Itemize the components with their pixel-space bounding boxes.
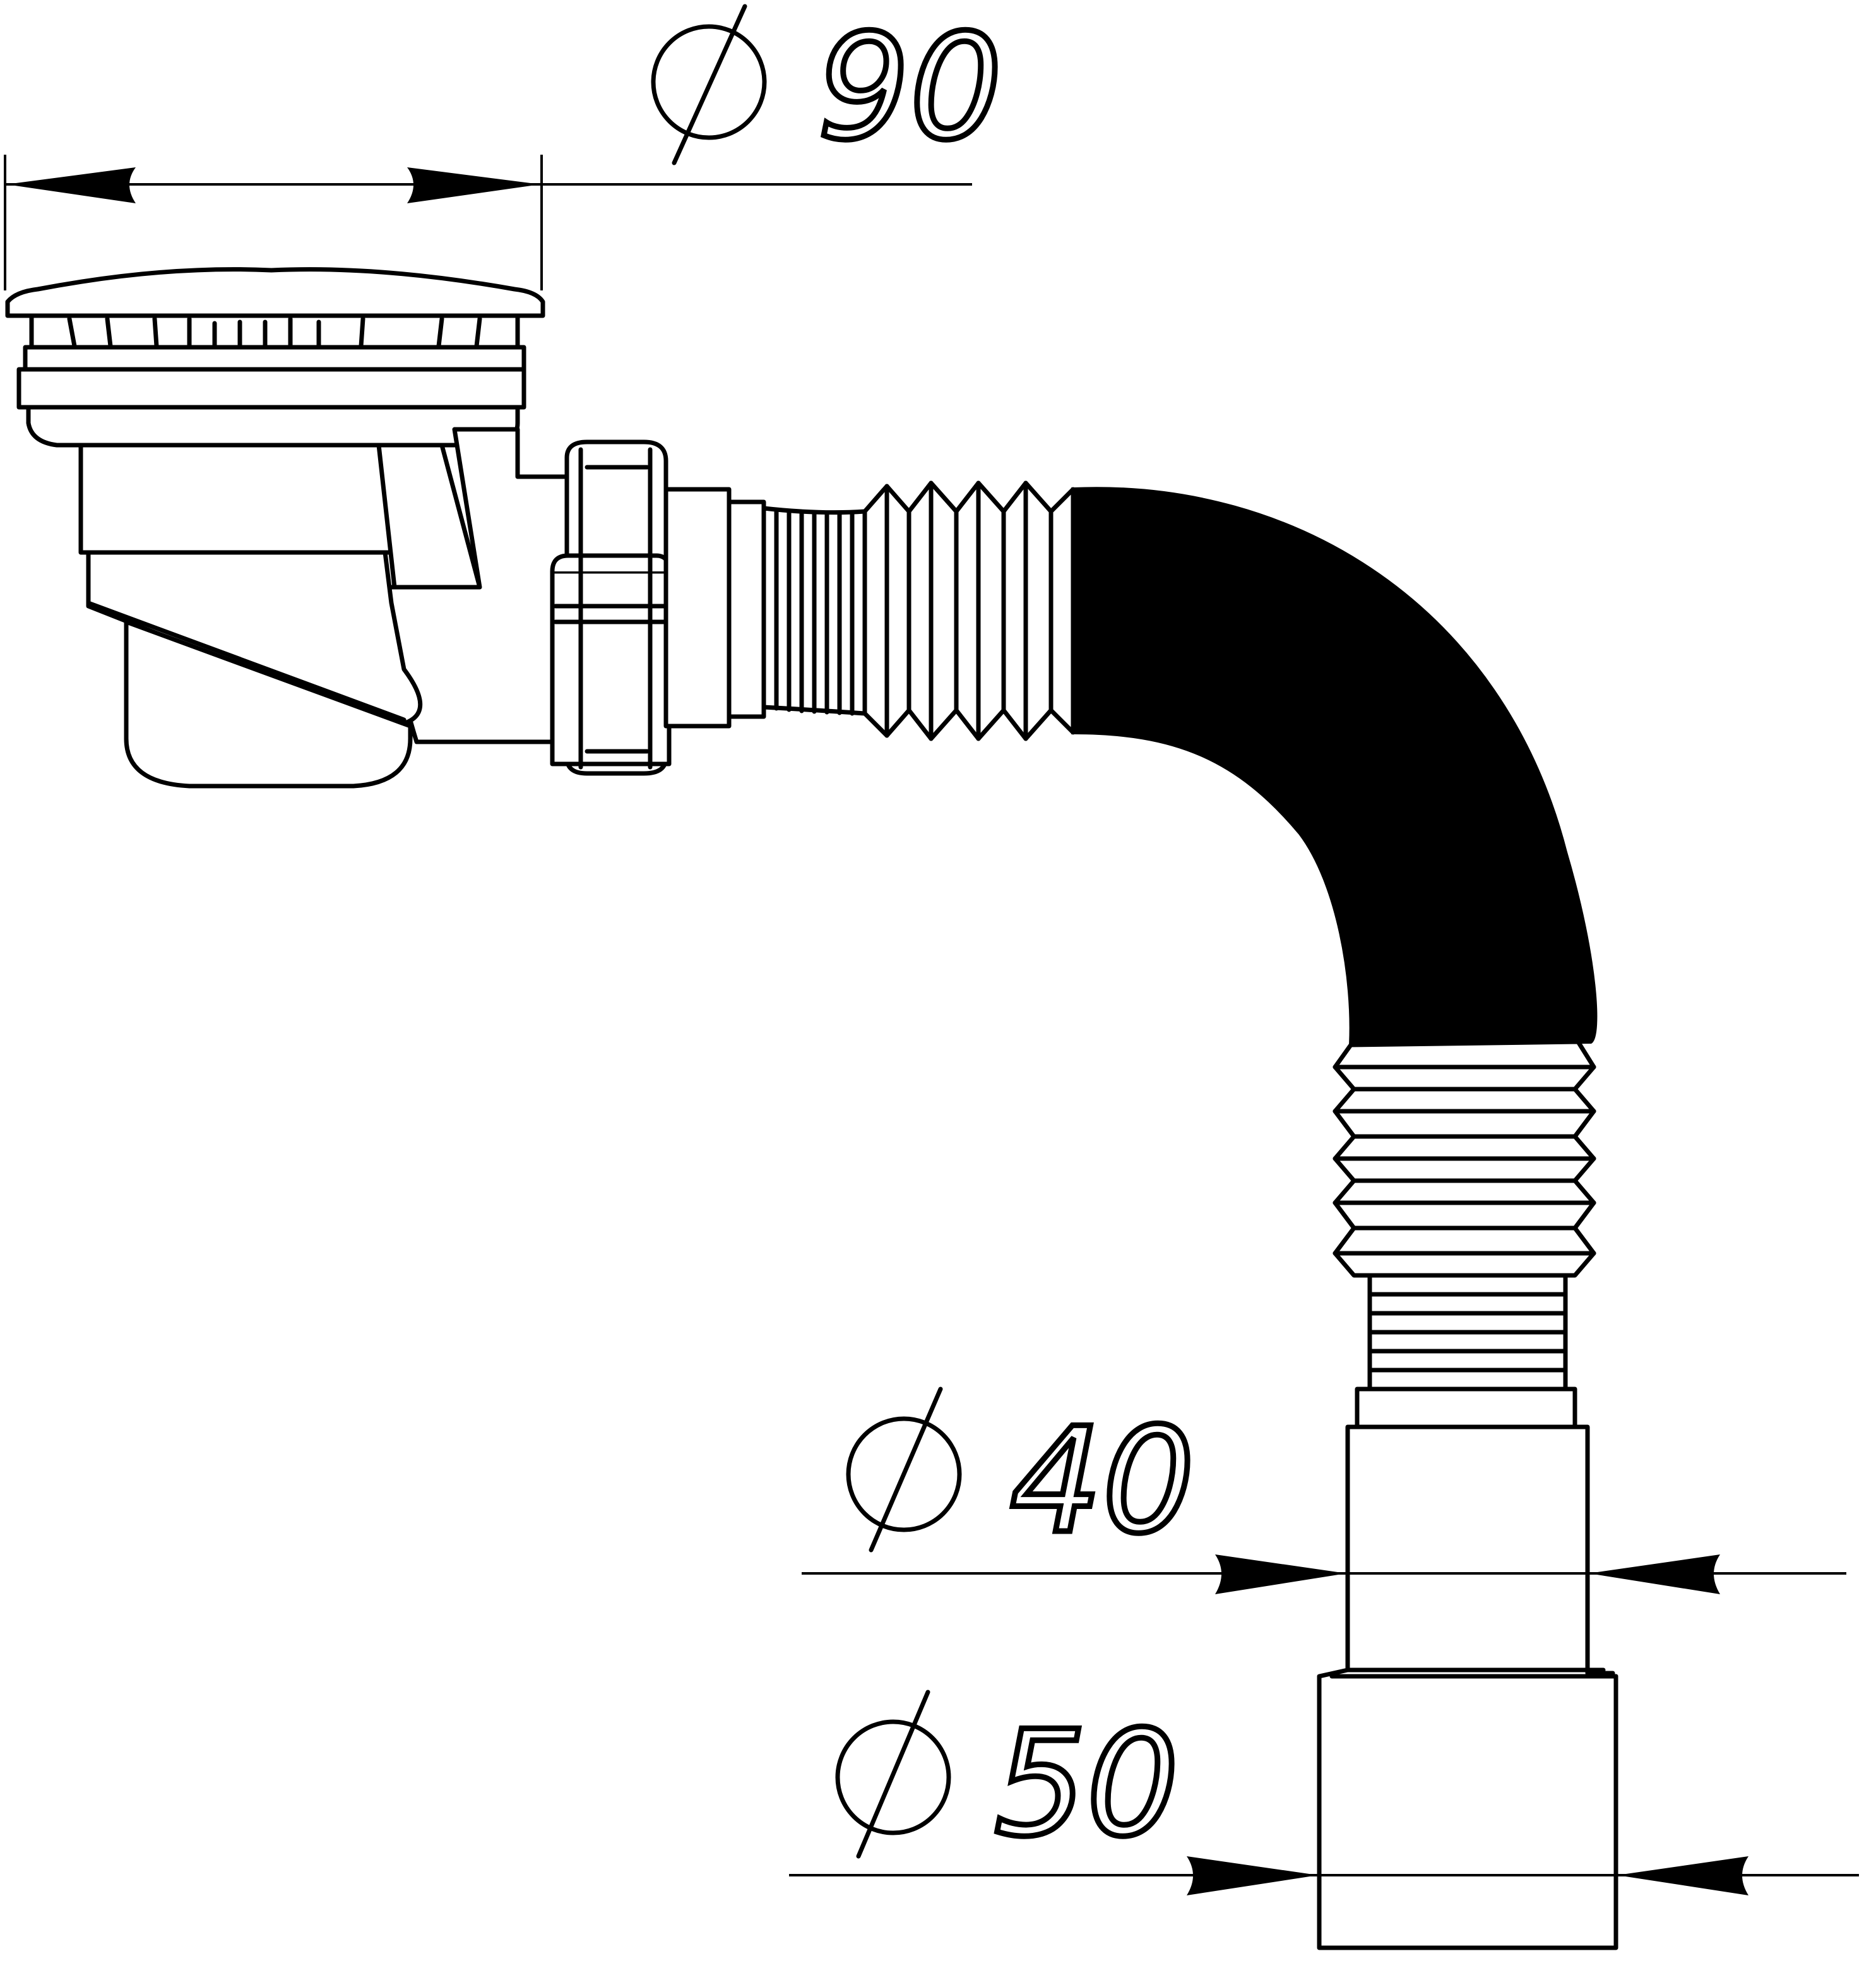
hose-bellows-vertical bbox=[1333, 1039, 1596, 1278]
hose-horizontal-fine bbox=[761, 506, 867, 716]
dimension-value-50: 50 bbox=[994, 1700, 1179, 1869]
arrow-left-top bbox=[6, 167, 136, 203]
arrow-right-top bbox=[407, 167, 540, 203]
drain-flange-upper bbox=[23, 345, 526, 372]
outlet-pipe-50 bbox=[1317, 1667, 1618, 1950]
dimension-value-40: 40 bbox=[1010, 1397, 1195, 1566]
dimension-50: 50 bbox=[789, 1690, 1859, 1895]
connector-collar bbox=[727, 499, 766, 719]
drain-trap-bottom bbox=[124, 619, 413, 789]
drain-flange bbox=[16, 367, 526, 410]
outlet-pipe-40 bbox=[1345, 1424, 1590, 1673]
dimension-value-top: 90 bbox=[817, 4, 1002, 172]
union-nut bbox=[550, 439, 672, 776]
drain-cap bbox=[5, 267, 545, 318]
hose-bellows-horizontal-outline bbox=[862, 480, 1076, 741]
connector-sleeve bbox=[663, 487, 732, 729]
arrow-left-50 bbox=[1187, 1856, 1318, 1895]
arrow-left-40 bbox=[1215, 1554, 1346, 1594]
drain-flange-lower bbox=[26, 405, 520, 448]
diameter-symbol-top bbox=[651, 4, 767, 165]
drain-body bbox=[5, 267, 571, 789]
arrow-right-40 bbox=[1589, 1554, 1720, 1594]
hose-bend bbox=[1071, 487, 1598, 1047]
arrow-right-50 bbox=[1617, 1856, 1748, 1895]
hose-bellows-horizontal bbox=[862, 480, 1076, 741]
dimension-40: 40 bbox=[802, 1387, 1846, 1594]
hose-vertical-fine bbox=[1367, 1273, 1568, 1392]
grate-slots bbox=[67, 316, 482, 349]
outlet-collar bbox=[1355, 1387, 1577, 1429]
drain-cone-edge bbox=[86, 600, 407, 722]
drain-body-cylinder bbox=[78, 443, 396, 555]
diameter-symbol-40 bbox=[846, 1387, 962, 1553]
drain-grate bbox=[29, 313, 520, 350]
diameter-symbol-50 bbox=[835, 1690, 951, 1859]
dimension-top: 90 bbox=[4, 1, 1005, 290]
